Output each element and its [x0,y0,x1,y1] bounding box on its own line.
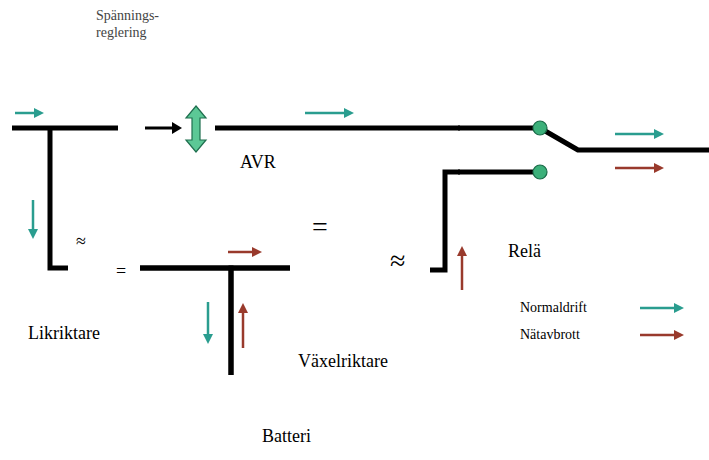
box-heading: Spännings- reglering [96,7,184,41]
flow-arrow-normal [32,200,35,231]
flow-arrow-outage [461,254,464,290]
legend-arrow-sample [640,300,692,316]
mains-wire [12,126,118,131]
voltage-regulator-box: Spännings- regleringAVR [100,45,215,190]
box-bottom-face [56,290,140,302]
battery-plate [200,375,262,382]
flow-arrow-normal [15,112,36,115]
converter-diagonal [290,208,430,290]
relay-contact-dot [533,165,547,179]
node-outline [100,45,215,190]
box-bottom-face [272,290,430,308]
battery-wire [229,403,234,460]
power-wire [215,126,460,131]
relay-box: Relä [460,95,598,210]
legend-arrow [640,334,676,337]
mains-branch-wire [50,128,68,268]
inverter-box: =≈Växelriktare [290,208,430,290]
dc-symbol: = [312,210,328,244]
legend-arrow [640,307,676,310]
box-side-face [440,95,460,230]
legend-arrow-sample [640,327,692,343]
relay-contact-lower [458,170,533,175]
box-side-face [56,228,68,302]
rectifier-box: ≈=Likriktare [68,228,140,290]
box-side-face [272,208,290,308]
part-label: Relä [508,240,541,262]
battery-symbol: Batteri [185,375,277,407]
avr-internal-arrow [145,127,172,130]
part-label: Växelriktare [298,350,388,372]
power-wire [430,172,460,270]
box-front-face [68,228,140,290]
avr-internal-arrowhead [172,122,182,134]
box-front-face [290,208,430,290]
flow-arrow-normal [615,133,656,136]
relay-switch-arm [540,128,709,150]
box-bottom-face [440,210,598,230]
box-bottom-face [80,190,215,210]
ac-symbol: ≈ [390,244,405,278]
box-side-face [80,45,100,210]
relay-contact-dot [533,121,547,135]
node-outline [185,375,277,407]
regulation-double-arrow [186,106,206,152]
part-label: Likriktare [28,322,100,344]
flow-arrow-outage [228,251,254,254]
converter-diagonal [68,228,140,290]
dc-symbol: = [116,260,126,282]
relay-contact-upper [458,126,533,131]
flow-arrow-outage [615,167,656,170]
battery-plate [185,400,277,406]
ac-symbol: ≈ [76,230,86,252]
flow-arrow-normal [305,112,346,115]
node-outline [290,208,430,290]
part-label: Batteri [262,425,311,447]
power-wire [140,268,231,375]
legend-label: Nätavbrott [520,327,580,343]
node-outline [460,95,598,210]
box-front-face [100,45,215,190]
power-wire [231,268,290,375]
flow-arrow-outage [242,311,245,348]
legend-label: Normaldrift [520,300,587,316]
box-front-face [460,95,598,210]
part-label: AVR [240,151,276,173]
flow-arrow-normal [207,302,210,336]
